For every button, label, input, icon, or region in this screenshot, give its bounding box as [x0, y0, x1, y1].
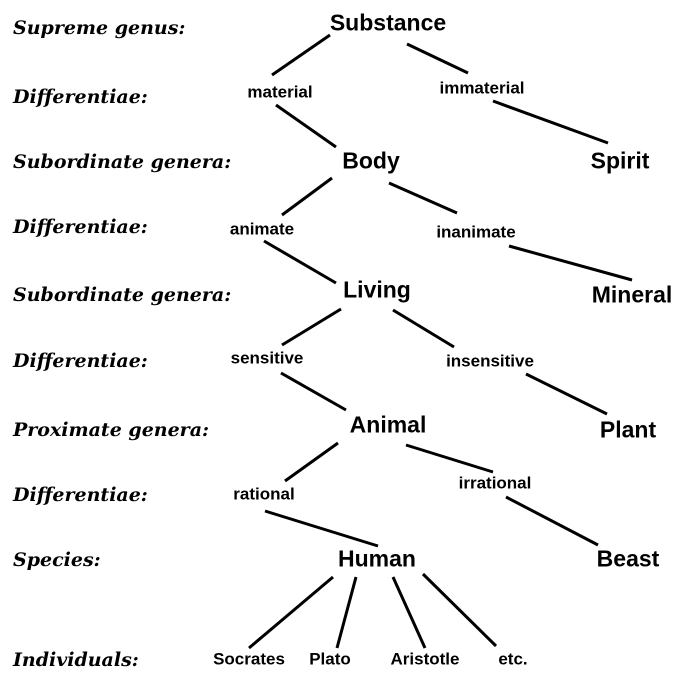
- node-plato: Plato: [309, 649, 351, 669]
- edge-substance-material: [271, 33, 331, 77]
- node-beast: Beast: [596, 545, 660, 572]
- node-etc: etc.: [498, 649, 528, 669]
- level-label-individuals: Individuals:: [13, 649, 139, 671]
- edge-animal-rational: [284, 441, 339, 483]
- edge-inanimate-mineral: [508, 244, 633, 282]
- edge-substance-immaterial: [406, 42, 469, 75]
- level-label-differentiae-3: Differentiae:: [13, 350, 148, 372]
- edge-body-inanimate: [388, 181, 458, 215]
- edge-irrational-beast: [505, 495, 599, 547]
- level-label-subordinate-genera-1: Subordinate genera:: [13, 151, 232, 173]
- edge-human-aristotle: [391, 576, 427, 649]
- level-label-species: Species:: [13, 549, 101, 571]
- node-human: Human: [338, 545, 416, 572]
- level-label-differentiae-1: Differentiae:: [13, 86, 148, 108]
- edge-animate-living: [263, 239, 337, 285]
- node-socrates: Socrates: [213, 649, 285, 669]
- node-inanimate: inanimate: [436, 222, 516, 242]
- node-insensitive: insensitive: [446, 351, 534, 371]
- edge-body-animate: [281, 176, 333, 217]
- node-substance: Substance: [329, 9, 447, 36]
- edge-sensitive-animal: [280, 371, 347, 412]
- node-animate: animate: [229, 219, 295, 239]
- node-plant: Plant: [599, 416, 657, 443]
- edge-material-body: [275, 103, 337, 149]
- level-label-supreme-genus: Supreme genus:: [13, 17, 186, 39]
- edge-insensitive-plant: [525, 372, 608, 416]
- edge-living-insensitive: [392, 308, 455, 349]
- node-animal: Animal: [349, 411, 427, 438]
- edge-human-etc: [421, 572, 498, 648]
- edge-living-sensitive: [281, 307, 342, 347]
- node-mineral: Mineral: [591, 281, 673, 308]
- node-material: material: [247, 82, 313, 102]
- node-irrational: irrational: [458, 473, 532, 493]
- edge-immaterial-spirit: [492, 99, 609, 145]
- edge-rational-human: [264, 509, 379, 548]
- edge-animal-irrational: [405, 443, 494, 474]
- edge-human-socrates: [248, 575, 334, 650]
- level-label-subordinate-genera-2: Subordinate genera:: [13, 284, 232, 306]
- node-spirit: Spirit: [590, 147, 650, 174]
- level-label-differentiae-4: Differentiae:: [13, 484, 148, 506]
- edge-human-plato: [335, 576, 358, 649]
- node-rational: rational: [233, 484, 295, 504]
- node-aristotle: Aristotle: [390, 649, 460, 669]
- level-label-differentiae-2: Differentiae:: [13, 216, 148, 238]
- node-living: Living: [343, 276, 411, 303]
- node-sensitive: sensitive: [230, 348, 304, 368]
- node-body: Body: [342, 147, 400, 174]
- level-label-proximate-genera: Proximate genera:: [13, 419, 210, 441]
- node-immaterial: immaterial: [439, 78, 525, 98]
